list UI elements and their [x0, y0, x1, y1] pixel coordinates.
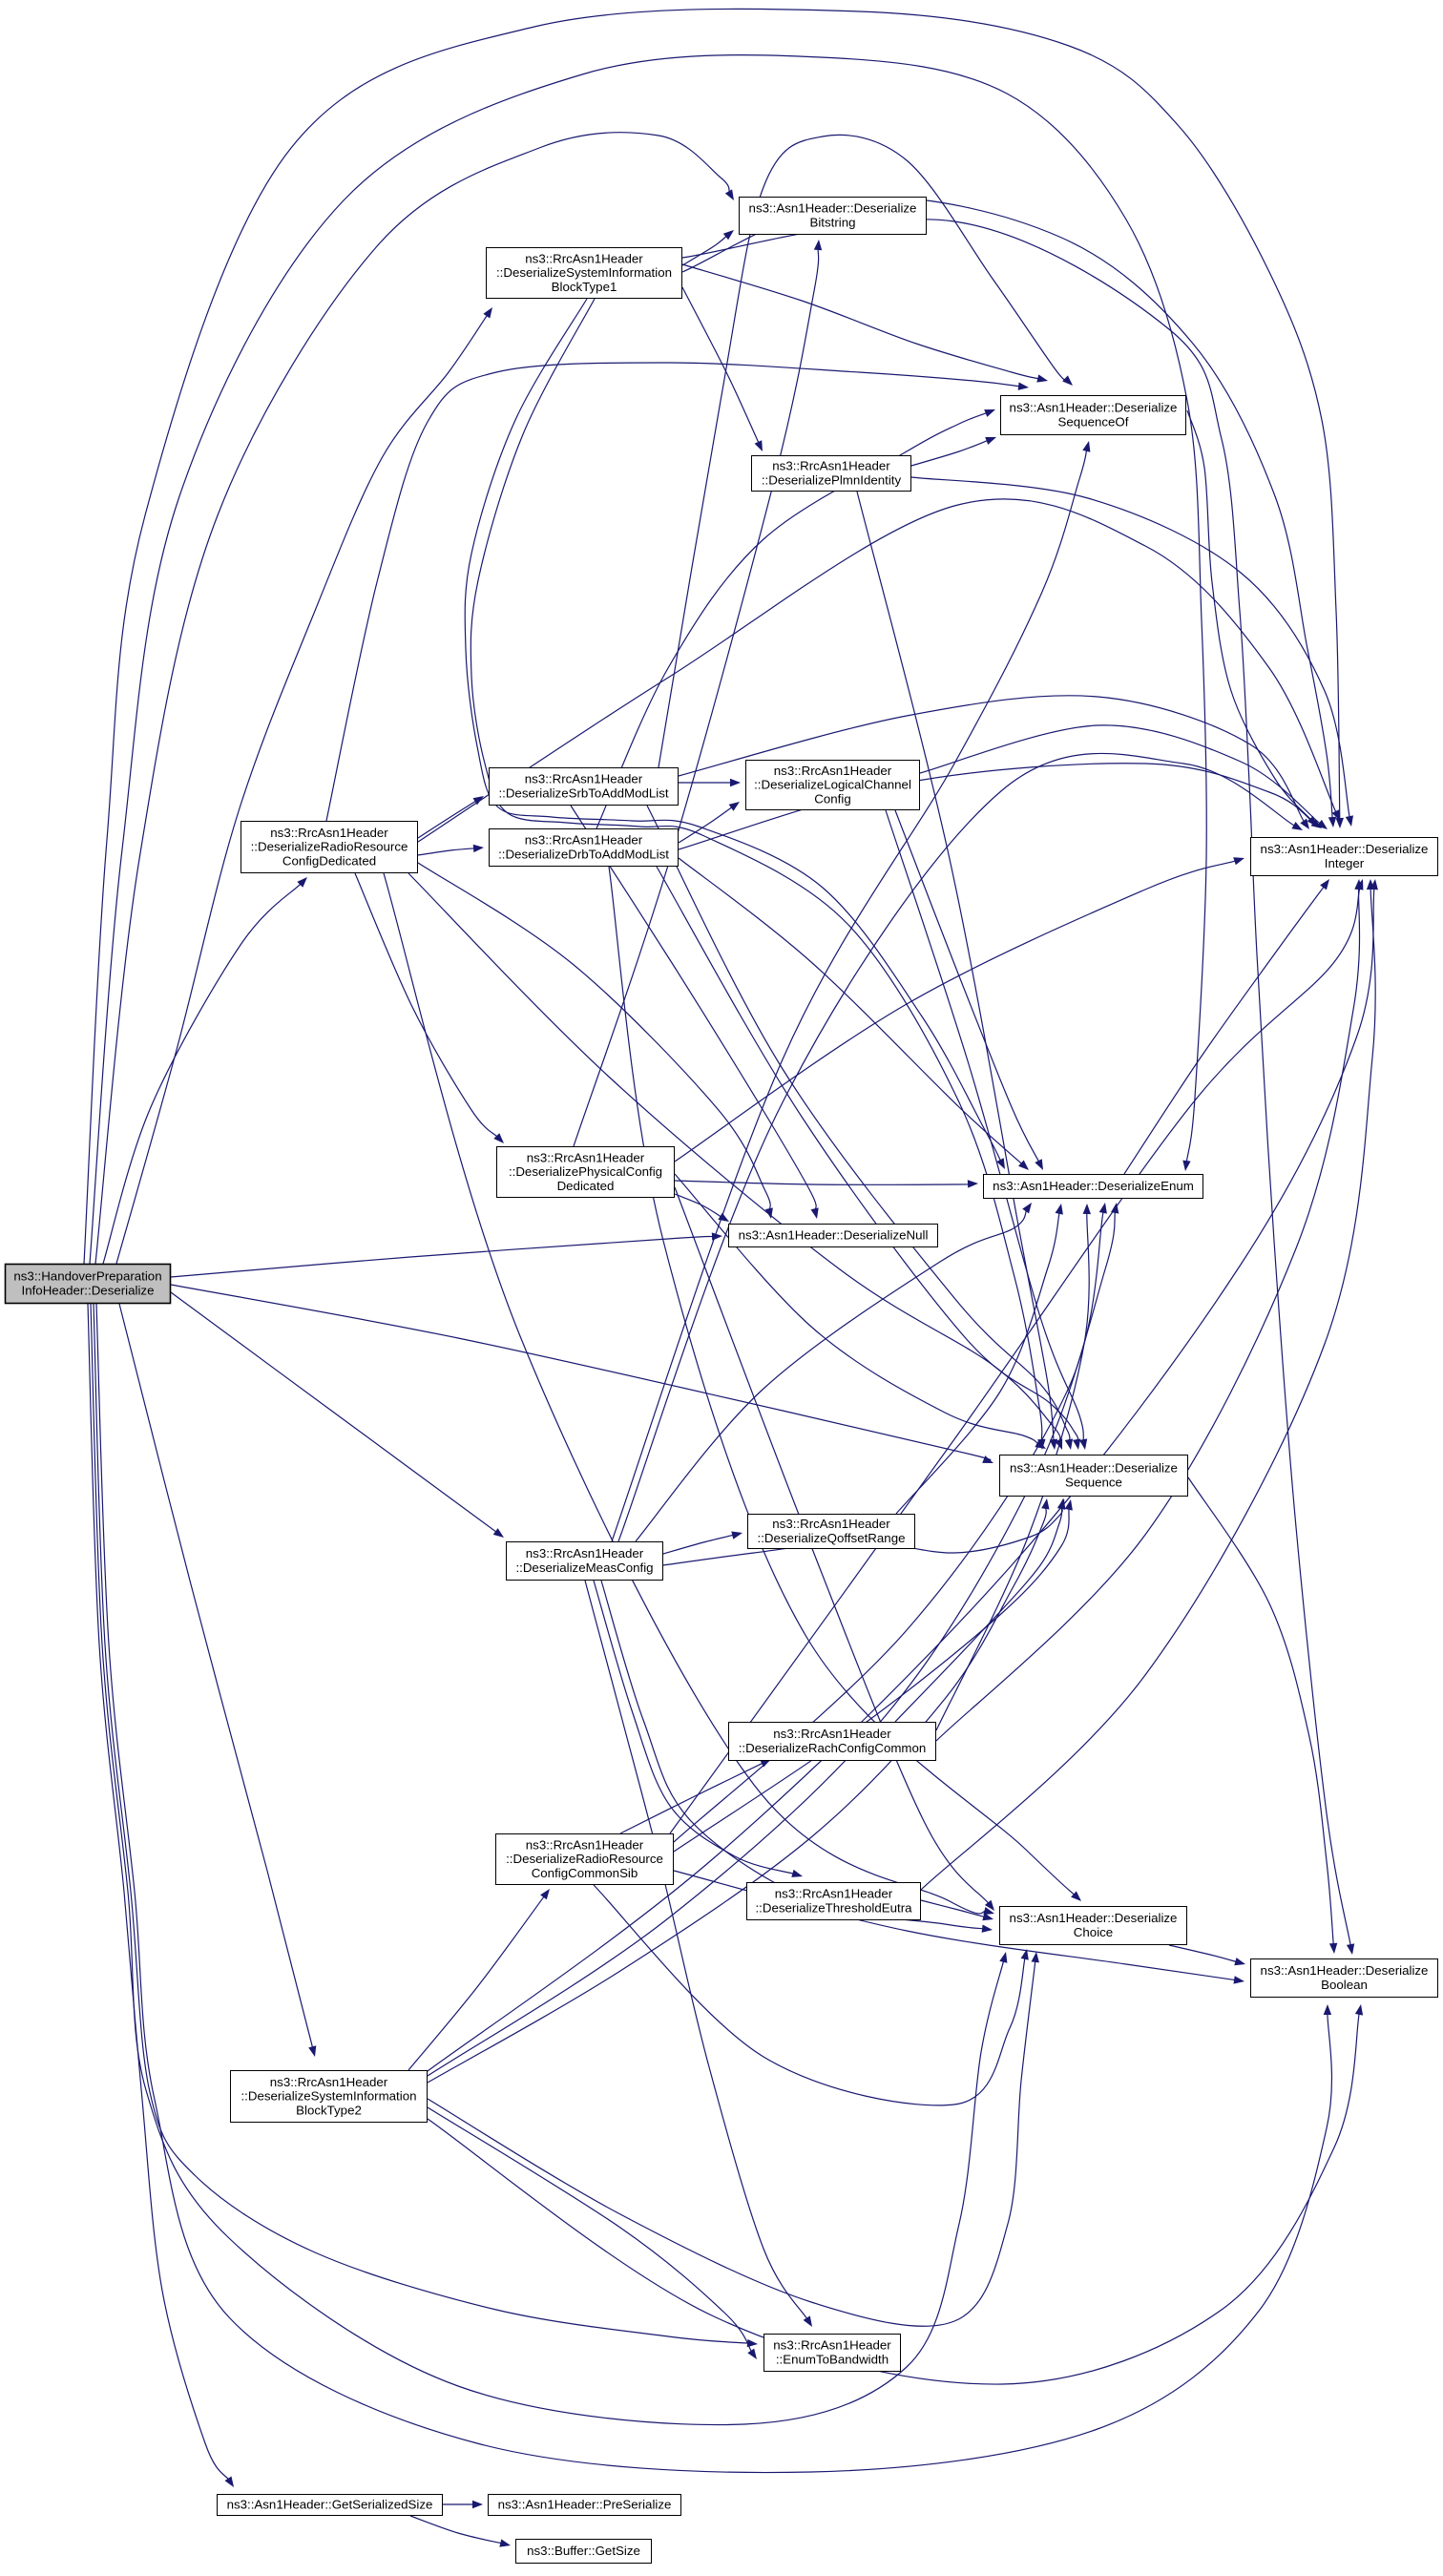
svg-text:Config: Config	[814, 792, 850, 806]
svg-text:BlockType2: BlockType2	[296, 2104, 362, 2118]
svg-text:ns3::Asn1Header::DeserializeNu: ns3::Asn1Header::DeserializeNull	[739, 1228, 929, 1243]
svg-text:ns3::RrcAsn1Header: ns3::RrcAsn1Header	[526, 1837, 644, 1852]
svg-text:ns3::HandoverPreparation: ns3::HandoverPreparation	[13, 1269, 161, 1284]
svg-text:ns3::RrcAsn1Header: ns3::RrcAsn1Header	[270, 2075, 388, 2089]
svg-text:ConfigDedicated: ConfigDedicated	[282, 854, 376, 869]
svg-text:ns3::Asn1Header::GetSerialized: ns3::Asn1Header::GetSerializedSize	[227, 2498, 433, 2512]
svg-text:::DeserializeSystemInformation: ::DeserializeSystemInformation	[496, 265, 672, 280]
svg-text:ConfigCommonSib: ConfigCommonSib	[532, 1866, 638, 1880]
svg-text:::DeserializeRadioResource: ::DeserializeRadioResource	[251, 840, 408, 854]
svg-text:ns3::RrcAsn1Header: ns3::RrcAsn1Header	[270, 826, 388, 840]
svg-text:ns3::Asn1Header::DeserializeEn: ns3::Asn1Header::DeserializeEnum	[993, 1179, 1194, 1193]
svg-text:Bitstring: Bitstring	[809, 216, 855, 230]
svg-text:ns3::RrcAsn1Header: ns3::RrcAsn1Header	[774, 764, 892, 778]
svg-text:ns3::Asn1Header::Deserialize: ns3::Asn1Header::Deserialize	[1261, 1963, 1429, 1978]
svg-text:InfoHeader::Deserialize: InfoHeader::Deserialize	[22, 1284, 155, 1298]
svg-text:::DeserializeLogicalChannel: ::DeserializeLogicalChannel	[754, 778, 911, 792]
svg-text:ns3::Asn1Header::Deserialize: ns3::Asn1Header::Deserialize	[1010, 1911, 1178, 1925]
svg-text:ns3::RrcAsn1Header: ns3::RrcAsn1Header	[526, 1546, 644, 1560]
svg-text:ns3::RrcAsn1Header: ns3::RrcAsn1Header	[773, 1727, 891, 1741]
svg-text:Sequence: Sequence	[1065, 1476, 1122, 1490]
svg-text:Choice: Choice	[1074, 1925, 1113, 1939]
svg-text:ns3::Asn1Header::Deserialize: ns3::Asn1Header::Deserialize	[1010, 1461, 1178, 1476]
svg-text:::DeserializeSystemInformation: ::DeserializeSystemInformation	[240, 2089, 416, 2104]
svg-text:ns3::RrcAsn1Header: ns3::RrcAsn1Header	[775, 1887, 893, 1901]
svg-text:::DeserializePhysicalConfig: ::DeserializePhysicalConfig	[509, 1164, 662, 1179]
svg-text:ns3::RrcAsn1Header: ns3::RrcAsn1Header	[525, 833, 643, 848]
svg-text:::DeserializePlmnIdentity: ::DeserializePlmnIdentity	[762, 473, 902, 488]
svg-text:Dedicated: Dedicated	[557, 1179, 615, 1193]
svg-text:::DeserializeMeasConfig: ::DeserializeMeasConfig	[515, 1560, 653, 1575]
svg-text:::EnumToBandwidth: ::EnumToBandwidth	[776, 2353, 889, 2367]
svg-text:ns3::RrcAsn1Header: ns3::RrcAsn1Header	[772, 1517, 890, 1531]
svg-text:BlockType1: BlockType1	[552, 280, 617, 294]
svg-text:Integer: Integer	[1325, 856, 1365, 870]
svg-text:ns3::Asn1Header::Deserialize: ns3::Asn1Header::Deserialize	[749, 201, 917, 216]
svg-text:ns3::RrcAsn1Header: ns3::RrcAsn1Header	[773, 2338, 891, 2353]
svg-text:ns3::Asn1Header::PreSerialize: ns3::Asn1Header::PreSerialize	[498, 2498, 672, 2512]
svg-text:Boolean: Boolean	[1321, 1978, 1368, 1992]
svg-text:::DeserializeRachConfigCommon: ::DeserializeRachConfigCommon	[739, 1741, 927, 1755]
svg-text:ns3::Asn1Header::Deserialize: ns3::Asn1Header::Deserialize	[1010, 401, 1178, 415]
svg-text:SequenceOf: SequenceOf	[1058, 415, 1129, 429]
svg-text:ns3::Asn1Header::Deserialize: ns3::Asn1Header::Deserialize	[1261, 842, 1429, 856]
svg-text:::DeserializeSrbToAddModList: ::DeserializeSrbToAddModList	[498, 786, 668, 801]
svg-text:ns3::RrcAsn1Header: ns3::RrcAsn1Header	[525, 772, 643, 786]
svg-text:ns3::RrcAsn1Header: ns3::RrcAsn1Header	[772, 459, 890, 473]
svg-text:::DeserializeThresholdEutra: ::DeserializeThresholdEutra	[755, 1901, 912, 1916]
svg-text:::DeserializeDrbToAddModList: ::DeserializeDrbToAddModList	[498, 848, 669, 862]
svg-text:ns3::Buffer::GetSize: ns3::Buffer::GetSize	[527, 2544, 640, 2558]
svg-text:::DeserializeRadioResource: ::DeserializeRadioResource	[506, 1852, 663, 1866]
svg-text:ns3::RrcAsn1Header: ns3::RrcAsn1Header	[525, 251, 643, 265]
svg-text:::DeserializeQoffsetRange: ::DeserializeQoffsetRange	[758, 1531, 906, 1545]
svg-text:ns3::RrcAsn1Header: ns3::RrcAsn1Header	[527, 1150, 645, 1164]
